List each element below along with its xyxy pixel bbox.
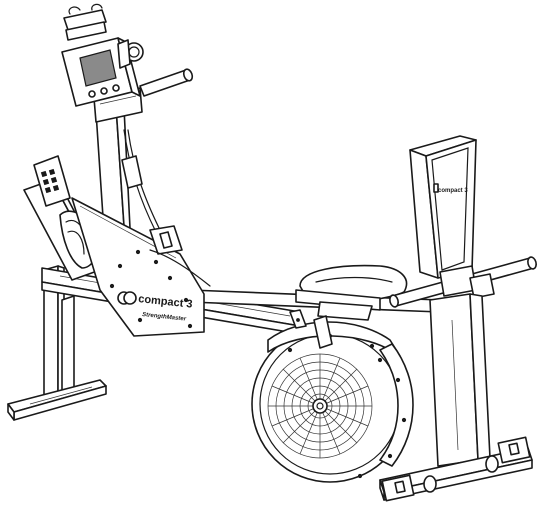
front-frame-plate: compact 3 StrengthMaster [71,197,205,337]
resistance-knob [117,39,144,69]
seat-handlebar [389,256,537,308]
monitor-screen [79,49,117,87]
rear-frame [379,293,533,502]
brand-logo [117,291,137,305]
brand-text-frame: compact 3 [138,293,193,311]
seat [295,264,408,321]
seat-rail-support [289,309,307,329]
backrest: compact 3 [409,135,477,279]
fan-flywheel [251,315,414,483]
fan-hub [312,398,328,414]
handle-assembly [149,225,211,287]
brand-subtext-frame: StrengthMaster [142,312,187,323]
brand-text-backrest: compact 3 [438,188,468,194]
front-mast [61,3,194,235]
left-rear-leg [7,265,107,421]
